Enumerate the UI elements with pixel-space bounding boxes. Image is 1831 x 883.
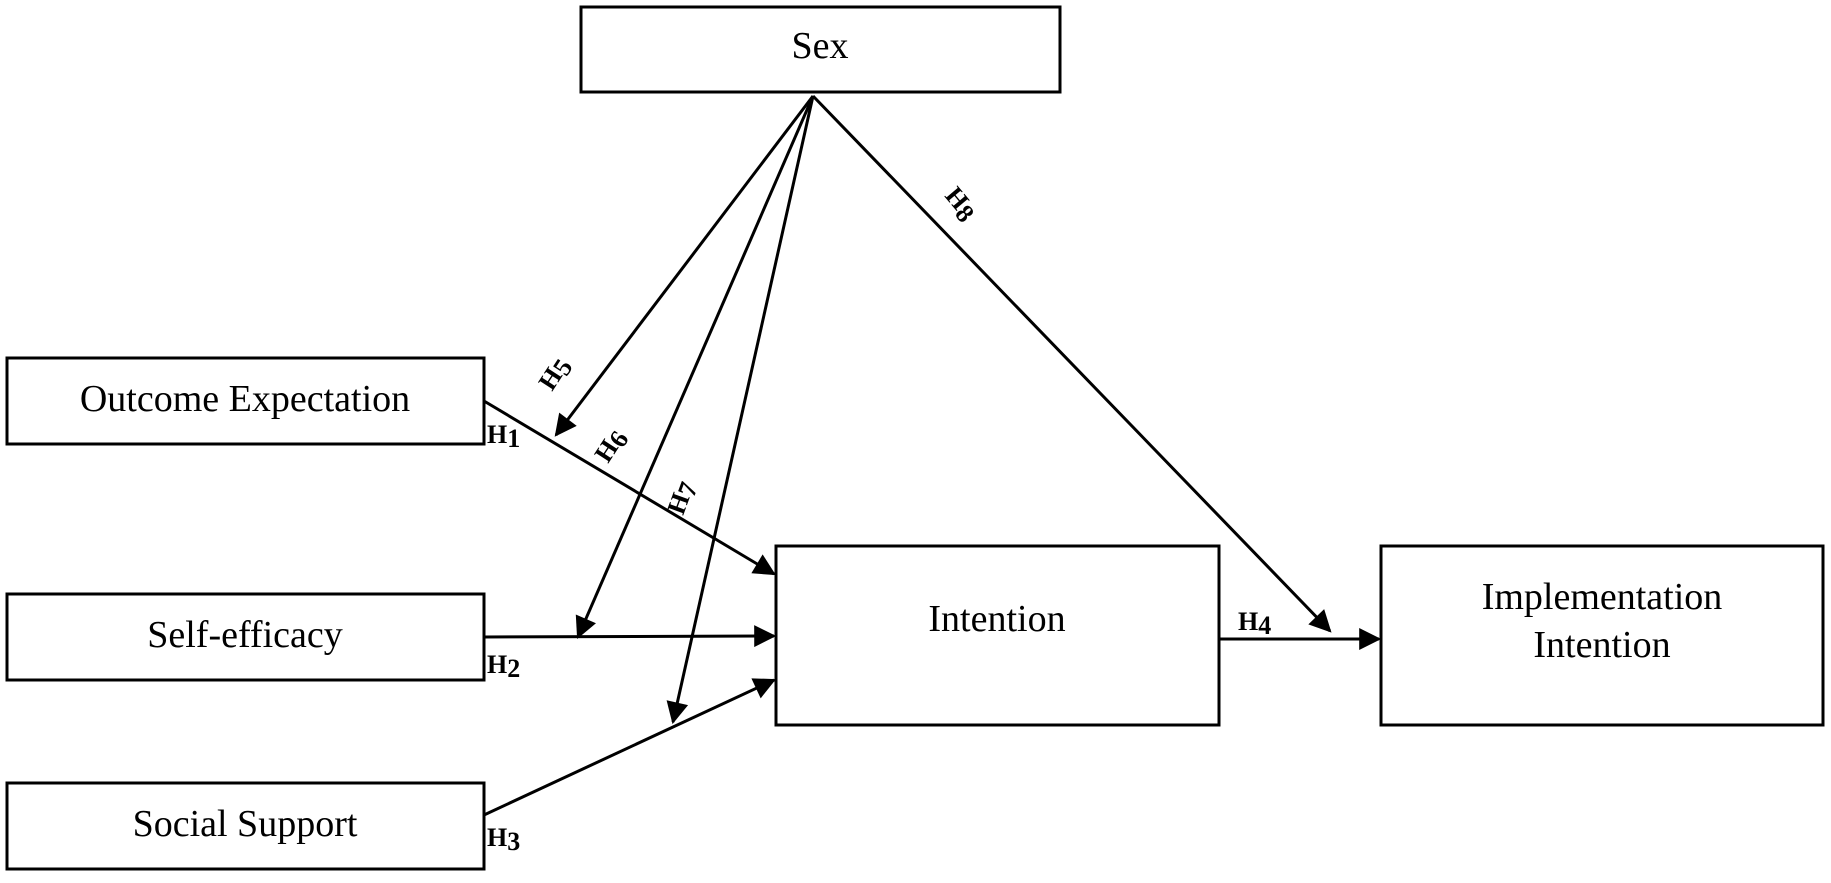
label-h5: H5: [533, 352, 579, 398]
label-h3: H3: [487, 823, 520, 856]
node-self-efficacy-label: Self-efficacy: [147, 614, 343, 656]
node-self-efficacy-box: [5, 592, 486, 682]
label-h7: H7: [661, 477, 703, 520]
node-intention-label: Intention: [928, 598, 1065, 640]
label-h1: H1: [487, 420, 520, 453]
node-implementation-intention-label-line2: Intention: [1533, 624, 1670, 666]
arrow-h8-sex-to-implementation: [811, 94, 1332, 633]
node-intention-box: [774, 544, 1221, 727]
arrow-h2-selfefficacy-to-intention: [483, 625, 777, 648]
label-h8: H8: [936, 181, 983, 228]
node-self-efficacy: Self-efficacy: [5, 592, 486, 682]
arrow-h1-outcome-to-intention: [483, 399, 776, 576]
arrow-h5-sex-moderation: [554, 95, 815, 437]
node-outcome-expectation-box: [5, 356, 486, 446]
label-h6: H6: [589, 424, 635, 470]
node-social-support-box: [5, 781, 486, 871]
arrow-h7-sex-moderation: [666, 95, 815, 725]
node-outcome-expectation-label: Outcome Expectation: [80, 378, 410, 420]
node-implementation-intention: Implementation Intention: [1379, 544, 1825, 727]
node-sex-box: [579, 5, 1062, 94]
node-intention: Intention: [774, 544, 1221, 727]
node-implementation-intention-box: [1379, 544, 1825, 727]
node-social-support: Social Support: [5, 781, 486, 871]
node-outcome-expectation: Outcome Expectation: [5, 356, 486, 446]
label-h4: H4: [1238, 607, 1271, 640]
arrow-h3-socialsupport-to-intention: [483, 678, 776, 817]
node-implementation-intention-label-line1: Implementation: [1482, 576, 1723, 618]
arrow-h6-sex-moderation: [575, 95, 815, 640]
node-sex-label: Sex: [792, 25, 849, 67]
label-h2: H2: [487, 650, 520, 683]
node-sex: Sex: [579, 5, 1062, 94]
node-social-support-label: Social Support: [133, 803, 358, 845]
